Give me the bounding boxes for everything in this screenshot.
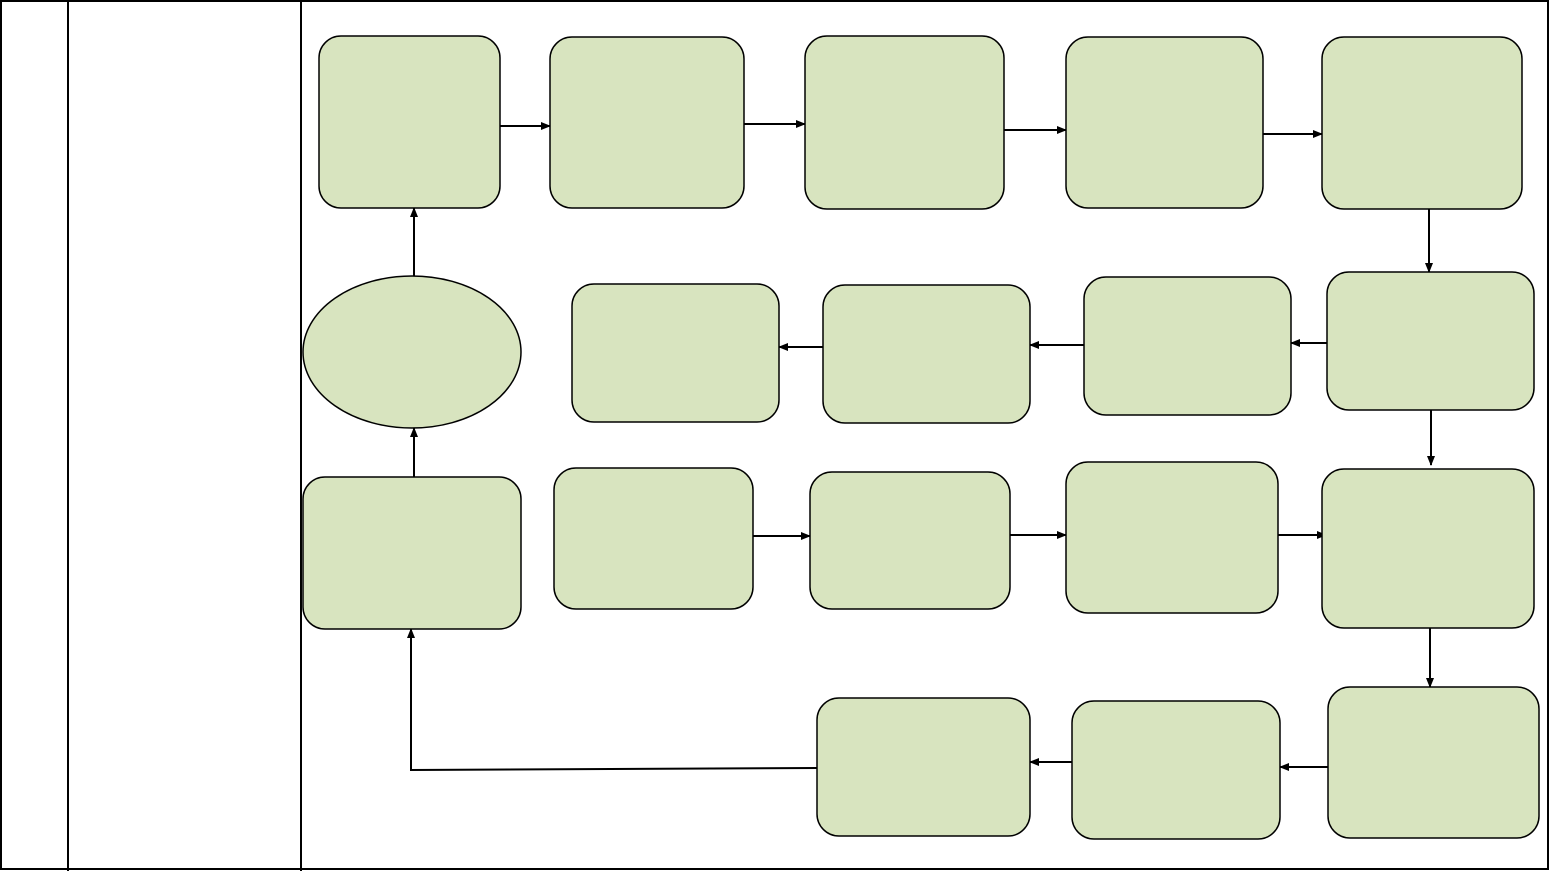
node-row3-step3 bbox=[1065, 461, 1279, 614]
node-shape-row3-step2 bbox=[809, 471, 1011, 610]
node-row4-step3 bbox=[1327, 686, 1540, 839]
node-shape-row4-step2 bbox=[1071, 700, 1281, 840]
node-shape-row2-step4 bbox=[1326, 271, 1535, 411]
arrow-row4-step1-to-row3-left-box bbox=[407, 628, 818, 772]
node-shape-row1-step4 bbox=[1065, 36, 1264, 209]
node-row1-step1 bbox=[318, 35, 501, 209]
node-row1-step2 bbox=[549, 36, 745, 209]
node-shape-row2-step1 bbox=[571, 283, 780, 423]
node-row1-step4 bbox=[1065, 36, 1264, 209]
node-shape-row1-step1 bbox=[318, 35, 501, 209]
node-row3-step2 bbox=[809, 471, 1011, 610]
node-row2-step4 bbox=[1326, 271, 1535, 411]
node-row2-step3 bbox=[1083, 276, 1292, 416]
node-row3-step1 bbox=[553, 467, 754, 610]
node-row1-step3 bbox=[804, 35, 1005, 210]
node-shape-row1-step2 bbox=[549, 36, 745, 209]
node-shape-row4-step1 bbox=[816, 697, 1031, 837]
node-start-oval bbox=[302, 275, 522, 429]
node-row2-step1 bbox=[571, 283, 780, 423]
node-shape-row1-step5 bbox=[1321, 36, 1523, 210]
node-shape-row2-step2 bbox=[822, 284, 1031, 424]
node-row2-step2 bbox=[822, 284, 1031, 424]
node-row3-left-box bbox=[302, 476, 522, 630]
node-row4-step1 bbox=[816, 697, 1031, 837]
node-shape-row3-step1 bbox=[553, 467, 754, 610]
node-row1-step5 bbox=[1321, 36, 1523, 210]
node-row3-step4 bbox=[1321, 468, 1535, 629]
node-shape-row3-step3 bbox=[1065, 461, 1279, 614]
node-shape-start-oval bbox=[302, 275, 522, 429]
node-row4-step2 bbox=[1071, 700, 1281, 840]
node-shape-row3-step4 bbox=[1321, 468, 1535, 629]
node-shape-row1-step3 bbox=[804, 35, 1005, 210]
node-shape-row3-left-box bbox=[302, 476, 522, 630]
node-shape-row4-step3 bbox=[1327, 686, 1540, 839]
node-shape-row2-step3 bbox=[1083, 276, 1292, 416]
